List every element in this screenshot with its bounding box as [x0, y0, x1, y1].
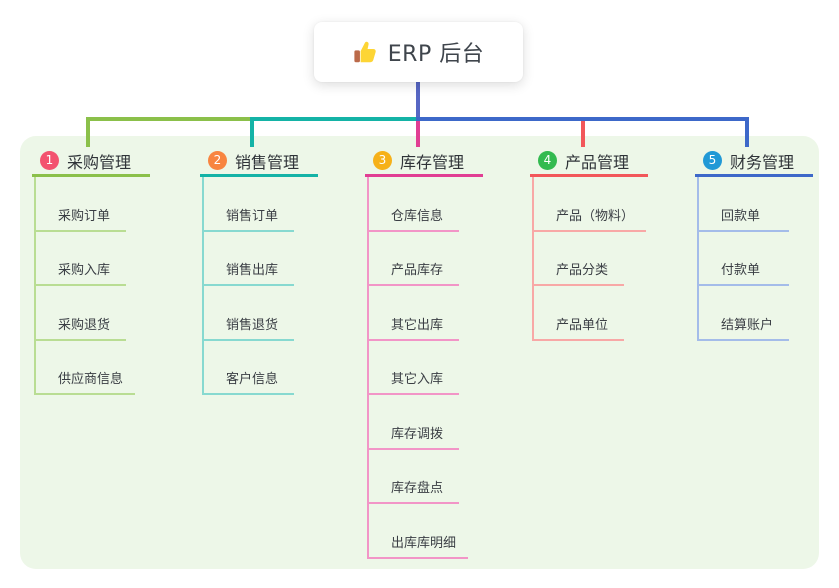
- connector-drop-branch-5: [745, 117, 749, 147]
- child-node[interactable]: 采购入库: [36, 232, 126, 286]
- child-node[interactable]: 采购退货: [36, 286, 126, 341]
- branch-4: 4 产品管理产品（物料）产品分类产品单位: [530, 147, 648, 341]
- child-node[interactable]: 产品单位: [534, 286, 624, 341]
- branch-title: 销售管理: [235, 152, 300, 172]
- branch-title: 库存管理: [400, 152, 465, 172]
- child-node[interactable]: 其它出库: [369, 286, 459, 341]
- child-node[interactable]: 回款单: [699, 177, 789, 232]
- branch-number-badge: 2: [208, 151, 227, 170]
- branch-header-2[interactable]: 2 销售管理: [200, 147, 318, 177]
- connector-h-branch-2: [250, 117, 418, 121]
- child-node[interactable]: 出库库明细: [369, 504, 469, 559]
- branch-number-badge: 4: [538, 151, 557, 170]
- child-node[interactable]: 销售退货: [204, 286, 294, 341]
- thumbs-up-icon: [354, 41, 376, 62]
- child-node[interactable]: 产品（物料）: [534, 177, 647, 232]
- root-node[interactable]: ERP 后台: [314, 22, 523, 82]
- child-node[interactable]: 销售订单: [204, 177, 294, 232]
- branch-header-1[interactable]: 1 采购管理: [32, 147, 150, 177]
- branch-header-5[interactable]: 5 财务管理: [695, 147, 813, 177]
- branch-number-badge: 1: [40, 151, 59, 170]
- child-node[interactable]: 产品分类: [534, 232, 624, 286]
- branch-children-list: 采购订单采购入库采购退货供应商信息: [34, 177, 150, 395]
- branch-title: 采购管理: [67, 152, 132, 172]
- connector-drop-branch-1: [86, 117, 90, 147]
- connector-root-stem: [416, 82, 420, 121]
- branch-children-list: 回款单付款单结算账户: [697, 177, 813, 341]
- branch-children-list: 销售订单销售出库销售退货客户信息: [202, 177, 318, 395]
- connector-drop-branch-2: [250, 117, 254, 147]
- root-title: ERP 后台: [387, 42, 485, 67]
- child-node[interactable]: 库存盘点: [369, 450, 459, 504]
- branch-title: 财务管理: [730, 152, 795, 172]
- branch-number-badge: 3: [373, 151, 392, 170]
- child-node[interactable]: 付款单: [699, 232, 789, 286]
- branch-2: 2 销售管理销售订单销售出库销售退货客户信息: [200, 147, 318, 395]
- branch-5: 5 财务管理回款单付款单结算账户: [695, 147, 813, 341]
- connector-h-right: [416, 117, 749, 121]
- child-node[interactable]: 采购订单: [36, 177, 126, 232]
- branch-header-4[interactable]: 4 产品管理: [530, 147, 648, 177]
- branches-panel: [20, 136, 819, 569]
- branch-title: 产品管理: [565, 152, 630, 172]
- child-node[interactable]: 库存调拨: [369, 395, 459, 450]
- connector-h-branch-1: [86, 117, 254, 121]
- child-node[interactable]: 产品库存: [369, 232, 459, 286]
- child-node[interactable]: 其它入库: [369, 341, 459, 395]
- branch-children-list: 仓库信息产品库存其它出库其它入库库存调拨库存盘点出库库明细: [367, 177, 483, 559]
- child-node[interactable]: 结算账户: [699, 286, 789, 341]
- connector-drop-branch-3: [416, 121, 420, 147]
- child-node[interactable]: 仓库信息: [369, 177, 459, 232]
- branch-number-badge: 5: [703, 151, 722, 170]
- branch-children-list: 产品（物料）产品分类产品单位: [532, 177, 648, 341]
- child-node[interactable]: 供应商信息: [36, 341, 136, 395]
- child-node[interactable]: 销售出库: [204, 232, 294, 286]
- connector-drop-branch-4: [581, 121, 585, 147]
- branch-header-3[interactable]: 3 库存管理: [365, 147, 483, 177]
- branch-3: 3 库存管理仓库信息产品库存其它出库其它入库库存调拨库存盘点出库库明细: [365, 147, 483, 559]
- branch-1: 1 采购管理采购订单采购入库采购退货供应商信息: [32, 147, 150, 395]
- child-node[interactable]: 客户信息: [204, 341, 294, 395]
